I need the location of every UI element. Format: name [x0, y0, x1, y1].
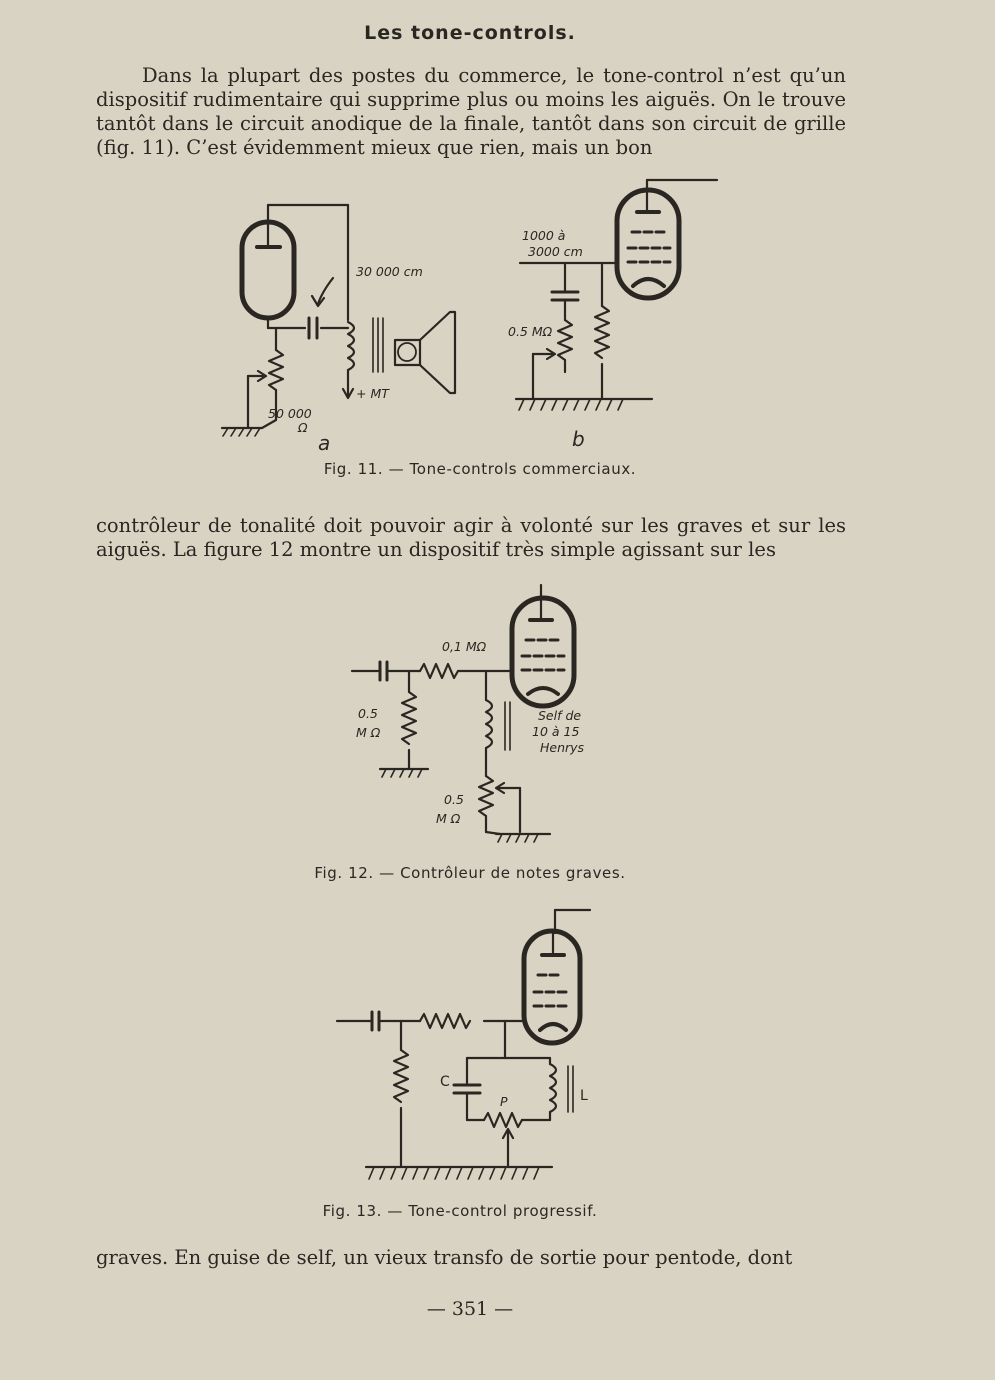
- fig11a-mt-label: + MT: [356, 386, 390, 401]
- fig11b-cap-value-1: 1000 à: [522, 228, 565, 243]
- fig12-grid-res-value: 0.5: [358, 706, 378, 721]
- fig12-choke: [484, 698, 494, 750]
- fig12-series-resistor: [418, 662, 460, 680]
- fig11a-label: a: [318, 431, 330, 455]
- fig11b-potentiometer: [556, 318, 574, 362]
- fig12-pot-unit: M Ω: [436, 811, 461, 826]
- fig11b-cap-value-2: 3000 cm: [528, 244, 583, 259]
- fig12-series-res-value: 0,1 MΩ: [442, 639, 487, 654]
- fig11b-resistor: [593, 304, 611, 360]
- fig13-label-c: C: [440, 1074, 450, 1090]
- fig12-choke-label-3: Henrys: [540, 740, 585, 755]
- fig12-grid-res-unit: M Ω: [356, 725, 381, 740]
- fig11b-label: b: [572, 427, 585, 451]
- fig11b-circuit: [514, 178, 719, 411]
- fig11a-potentiometer: [267, 348, 285, 392]
- fig13-series-resistor: [418, 1012, 472, 1030]
- paragraph-tone-control: contrôleur de tonalité doit pouvoir agir…: [96, 514, 846, 561]
- fig11a-coil: [346, 320, 356, 372]
- fig11a-cap-value: 30 000 cm: [356, 264, 423, 279]
- fig11b-tube: [614, 187, 682, 301]
- paragraph-graves: graves. En guise de self, un vieux trans…: [96, 1246, 793, 1269]
- fig13-inductor-l: [548, 1062, 558, 1114]
- fig13-label-l: L: [580, 1088, 588, 1104]
- fig11a-res-unit: Ω: [297, 420, 308, 435]
- figure-11-caption: Fig. 11. — Tone-controls commerciaux.: [323, 460, 637, 478]
- fig12-tube: [509, 595, 577, 709]
- fig12-grid-resistor: [400, 690, 418, 746]
- fig13-tube: [521, 928, 583, 1046]
- fig11a-res-value: 50 000: [268, 406, 312, 421]
- fig12-pot-value: 0.5: [444, 792, 464, 807]
- fig12-choke-label-2: 10 à 15: [532, 724, 579, 739]
- fig12-potentiometer: [477, 774, 495, 818]
- fig13-grid-resistor: [392, 1048, 410, 1104]
- fig11a-circuit: [220, 203, 457, 437]
- fig11b-res-value: 0.5 MΩ: [508, 324, 553, 339]
- figure-13-caption: Fig. 13. — Tone-control progressif.: [322, 1202, 598, 1220]
- page-number: — 351 —: [426, 1298, 514, 1320]
- paragraph-intro: Dans la plupart des postes du commerce, …: [96, 64, 846, 159]
- fig13-label-p: P: [500, 1094, 508, 1109]
- fig13-potentiometer-p: [482, 1111, 524, 1129]
- figure-12-caption: Fig. 12. — Contrôleur de notes graves.: [314, 864, 626, 882]
- fig12-choke-label-1: Self de: [538, 708, 581, 723]
- fig13-circuit: [335, 908, 592, 1180]
- fig12-circuit: [350, 583, 577, 843]
- section-heading: Les tone-controls.: [364, 22, 576, 44]
